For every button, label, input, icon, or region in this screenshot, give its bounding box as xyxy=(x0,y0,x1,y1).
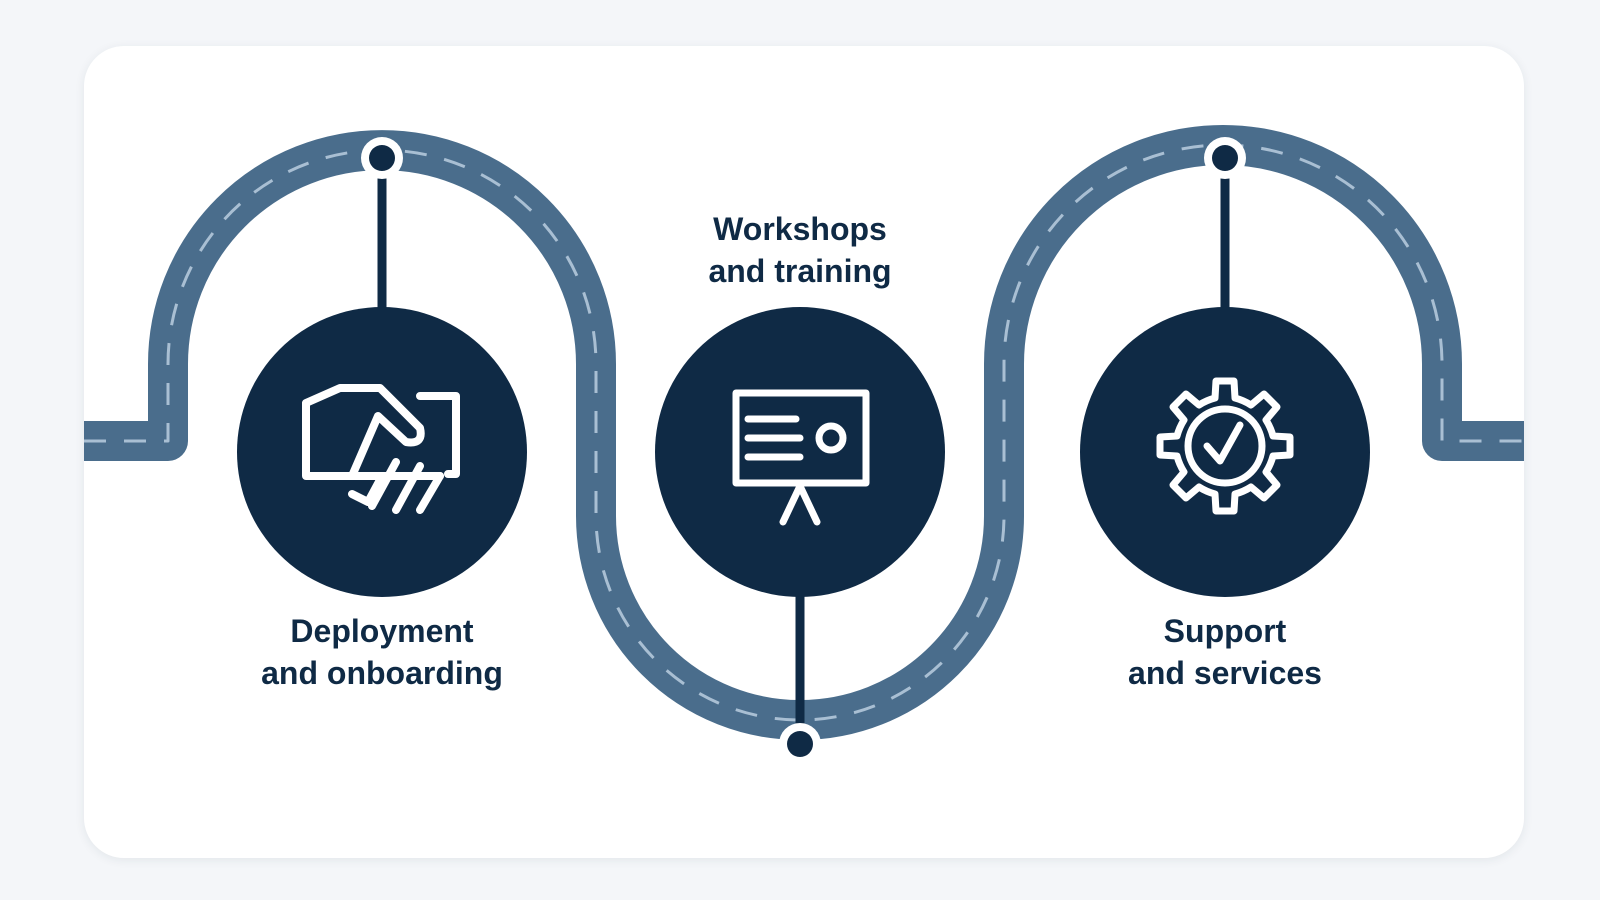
step-label-deployment: Deployment and onboarding xyxy=(212,610,552,694)
gear-check-icon xyxy=(1156,377,1294,515)
presentation-board-icon xyxy=(732,389,870,526)
step-title-line1: Workshops xyxy=(713,211,887,247)
step-label-support: Support and services xyxy=(1055,610,1395,694)
step-title-line1: Support xyxy=(1163,613,1287,649)
handshake-icon xyxy=(302,384,460,514)
step-circle-1 xyxy=(237,307,527,597)
step-label-workshops: Workshops and training xyxy=(630,208,970,292)
step-title-line2: and onboarding xyxy=(261,655,503,691)
milestone-pin-3 xyxy=(1204,137,1246,179)
step-circle-2 xyxy=(655,307,945,597)
step-title-line1: Deployment xyxy=(290,613,474,649)
step-title-line2: and services xyxy=(1128,655,1322,691)
milestone-pin-2 xyxy=(779,723,821,765)
step-title-line2: and training xyxy=(708,253,892,289)
milestone-pin-1 xyxy=(361,137,403,179)
